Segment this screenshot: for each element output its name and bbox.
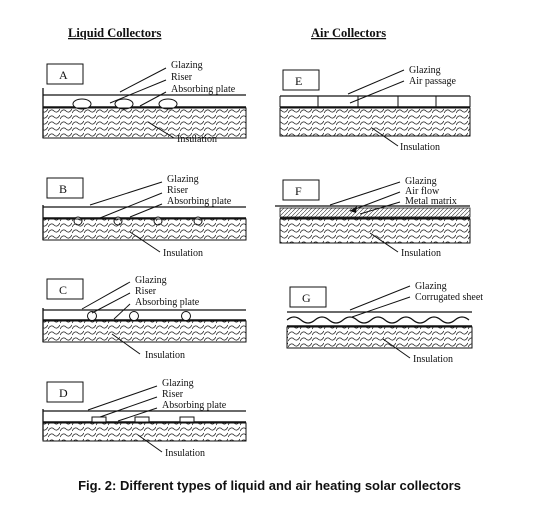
panel-d-label-absorbing-plate: Absorbing plate <box>162 400 227 411</box>
panel-c-insulation <box>42 320 247 343</box>
panel-f-letter: F <box>295 184 302 198</box>
panel-d-label-riser: Riser <box>162 389 184 400</box>
panel-f-label-metal-matrix: Metal matrix <box>405 196 457 207</box>
panel-g: G Glazing Corrugated sheet Insulation <box>286 281 483 365</box>
panel-f-label-air-flow: Air flow <box>405 186 440 197</box>
panel-e: E Glazing Air passage Insulation <box>279 65 471 153</box>
panel-c-riser <box>181 311 191 321</box>
panel-a-insulation <box>42 107 247 139</box>
panel-d-riser <box>91 416 107 423</box>
panel-b-letter-box <box>46 177 84 199</box>
panel-a-label-insulation: Insulation <box>177 134 217 145</box>
heading-liquid-collectors: Liquid Collectors <box>68 26 162 40</box>
panel-c-letter: C <box>59 283 67 297</box>
panel-f-label-glazing: Glazing <box>405 176 437 187</box>
panel-f-label-insulation: Insulation <box>401 248 441 259</box>
panel-e-insulation <box>279 107 471 137</box>
panel-d-riser <box>134 416 150 423</box>
panel-b-label-absorbing-plate: Absorbing plate <box>167 196 232 207</box>
panel-d-letter: D <box>59 386 68 400</box>
panel-e-label-glazing: Glazing <box>409 65 441 76</box>
panel-c-letter-box <box>46 278 84 300</box>
panel-f-insulation <box>279 218 471 244</box>
panel-g-label-insulation: Insulation <box>413 354 453 365</box>
panel-e-letter: E <box>295 74 302 88</box>
heading-air-collectors: Air Collectors <box>311 26 386 40</box>
figure-caption: Fig. 2: Different types of liquid and ai… <box>78 478 461 493</box>
panel-e-label-air-passage: Air passage <box>409 76 456 87</box>
panel-b-label-glazing: Glazing <box>167 174 199 185</box>
panel-a-label-absorbing-plate: Absorbing plate <box>171 84 236 95</box>
panel-b-label-riser: Riser <box>167 185 189 196</box>
panel-g-letter: G <box>302 291 311 305</box>
panel-a-letter-box <box>46 63 84 85</box>
panel-c-label-riser: Riser <box>135 286 157 297</box>
panel-c-label-insulation: Insulation <box>145 350 185 361</box>
panel-f-letter-box <box>282 179 320 201</box>
panel-d-riser <box>179 416 195 423</box>
panel-g-label-glazing: Glazing <box>415 281 447 292</box>
panel-d-letter-box <box>46 381 84 403</box>
panel-b-label-insulation: Insulation <box>163 248 203 259</box>
panel-c: C Glazing Riser Absorbing plate Insulati… <box>42 275 247 361</box>
panel-a: A Glazing Riser Absorbing plate Insulati… <box>42 60 247 145</box>
panel-f: F Glazing Air flow Metal matrix Insulati… <box>275 176 471 259</box>
panel-b-letter: B <box>59 182 67 196</box>
panel-c-label-absorbing-plate: Absorbing plate <box>135 297 200 308</box>
panel-g-corrugated-sheet <box>286 316 470 324</box>
panel-g-label-corrugated-sheet: Corrugated sheet <box>415 292 483 303</box>
panel-d-insulation <box>42 422 247 442</box>
panel-b-insulation <box>42 218 247 241</box>
panel-d-label-glazing: Glazing <box>162 378 194 389</box>
panel-c-riser <box>129 311 139 321</box>
panel-a-label-riser: Riser <box>171 72 193 83</box>
panel-a-letter: A <box>59 68 68 82</box>
panel-b: B Glazing Riser Absorbing plate Insulati… <box>42 174 247 259</box>
panel-e-label-insulation: Insulation <box>400 142 440 153</box>
panel-c-label-glazing: Glazing <box>135 275 167 286</box>
panel-d: D Glazing Riser Absorbing plate Insulati… <box>42 378 247 459</box>
panel-d-label-insulation: Insulation <box>165 448 205 459</box>
panel-e-letter-box <box>282 69 320 91</box>
panel-g-insulation <box>286 326 473 349</box>
panel-a-label-glazing: Glazing <box>171 60 203 71</box>
panel-f-metal-matrix <box>279 207 471 218</box>
panel-g-letter-box <box>289 286 327 308</box>
